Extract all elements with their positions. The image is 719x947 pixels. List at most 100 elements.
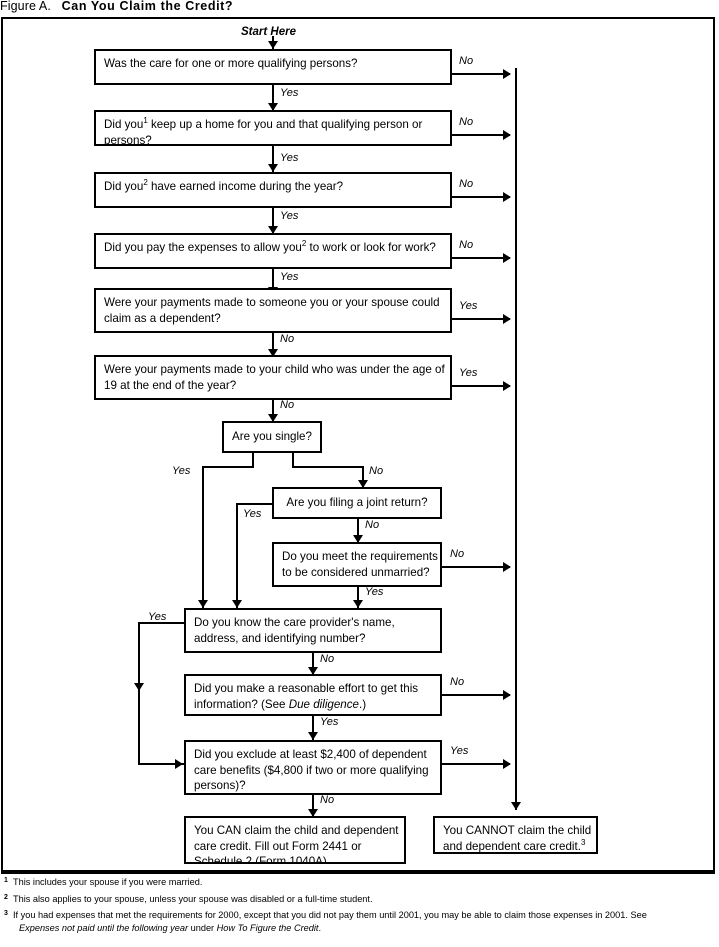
node-outcome-cannot-footnote-marker: 3 [580,837,586,847]
arrowhead-rail-cannot [511,802,521,810]
conn-q7-no-h [292,466,364,468]
conn-q9-q10 [357,587,359,608]
node-q7-text: Are you single? [232,430,312,444]
node-q3-earned-income: Did you2 have earned income during the y… [94,172,452,208]
arrowhead-q1-no [503,69,511,79]
conn-q12-yes [442,763,510,765]
node-outcome-can-claim: You CAN claim the child and dependent ca… [184,816,406,864]
edge-label-q11-no: No [450,676,465,688]
conn-q11-q12 [312,716,314,740]
conn-q12-can [312,795,314,817]
node-q10-provider-info: Do you know the care provider's name, ad… [184,608,442,653]
node-q12-excluded-benefits: Did you exclude at least $2,400 of depen… [184,740,442,795]
arrowhead-q2-no [503,130,511,140]
footnote-3-italic-1: Expenses not paid until the following ye… [19,922,189,933]
node-q6-paid-own-child: Were your payments made to your child wh… [94,355,452,400]
footnote-2-marker: 2 [4,893,8,901]
arrowhead-q2-q3 [268,164,278,172]
conn-q8-yes-v [236,503,238,608]
footnote-3-marker: 3 [4,910,8,917]
edge-label-q6-yes: Yes [459,367,478,379]
node-q4-expenses-to-work: Did you pay the expenses to allow you2 t… [94,233,452,269]
conn-q1-no [452,73,510,75]
conn-q7-yes-h [202,466,254,468]
edge-label-q12-no: No [320,794,335,806]
node-q5-text: Were your payments made to someone you o… [104,296,440,325]
arrowhead-q10-yes-mid [134,683,144,691]
conn-q4-q5 [272,269,274,295]
edge-label-q9-no: No [450,548,465,560]
node-q11-text-a: Did you make a reasonable effort to get … [194,682,419,711]
footnotes-block: 1 This includes your spouse if you were … [4,876,716,938]
footnote-1-marker: 1 [4,877,8,884]
node-q3-text-a: Did you [104,180,144,193]
arrowhead-q3-q4 [268,226,278,234]
conn-q2-no [452,134,510,136]
edge-label-q11-yes: Yes [320,716,339,728]
footnote-3-text: If you had expenses that met the require… [13,910,647,920]
node-q2-text-a: Did you [104,118,144,131]
arrowhead-q10-yes [175,759,183,769]
node-q6-text: Were your payments made to your child wh… [104,363,445,392]
footnote-3-mid: under [188,922,217,933]
conn-q9-no [442,566,510,568]
arrowhead-q9-no [503,562,511,572]
arrowhead-q3-no [503,192,511,202]
conn-q6-yes [452,385,510,387]
arrowhead-q12-yes [503,759,511,769]
edge-label-q8-no: No [365,519,380,531]
node-q2-keep-up-home: Did you1 keep up a home for you and that… [94,110,452,146]
arrowhead-q9-yes [353,600,363,608]
footnote-2: 2 This also applies to your spouse, unle… [4,893,716,906]
edge-label-q10-no: No [320,653,335,665]
node-q8-joint-return: Are you filing a joint return? [272,487,442,519]
node-q11-text-b: .) [359,697,367,711]
node-q9-text: Do you meet the requirements to be consi… [282,550,438,579]
edge-label-q12-yes: Yes [450,745,469,757]
edge-label-q4-no: No [459,239,474,251]
conn-q11-no [442,694,510,696]
conn-q8-yes-h [236,503,272,505]
conn-q7-yes-v [202,466,204,608]
start-here-label: Start Here [241,26,296,38]
conn-q1-q2 [272,85,274,111]
node-q4-text-b: to work or look for work? [306,241,436,254]
conn-q4-no [452,257,510,259]
conn-q10-yes-h [138,622,184,624]
arrowhead-q4-no [503,253,511,263]
edge-label-q6-no: No [280,399,295,411]
footnote-2-text: This also applies to your spouse, unless… [13,893,373,904]
arrowhead-start-q1 [268,41,278,49]
edge-label-q7-yes: Yes [172,465,191,477]
arrowhead-q11-yes [308,732,318,740]
node-outcome-cannot-claim: You CANNOT claim the child and dependent… [433,816,598,854]
arrowhead-q5-q6 [268,349,278,357]
edge-label-q1-yes: Yes [280,87,299,99]
arrowhead-q6-yes [503,381,511,391]
arrowhead-q5-yes [503,314,511,324]
footnote-3-italic-2: How To Figure the Credit [216,922,319,933]
conn-q7-yes-stub [252,453,254,466]
node-q9-considered-unmarried: Do you meet the requirements to be consi… [272,542,442,587]
arrowhead-q12-no [308,809,318,817]
arrowhead-q6-q7 [268,414,278,422]
arrowhead-q8-yes [232,600,242,608]
edge-label-q4-yes: Yes [280,271,299,283]
node-outcome-can-text: You CAN claim the child and dependent ca… [194,824,399,864]
arrowhead-q11-no [503,690,511,700]
conn-q3-no [452,196,510,198]
node-outcome-cannot-text: You CANNOT claim the child and dependent… [443,824,592,853]
conn-q2-q3 [272,146,274,172]
node-q1-text: Was the care for one or more qualifying … [104,57,358,70]
edge-label-q9-yes: Yes [365,586,384,598]
arrowhead-q1-q2 [268,103,278,111]
node-q11-reasonable-effort: Did you make a reasonable effort to get … [184,674,442,716]
node-q8-text: Are you filing a joint return? [286,496,428,510]
node-q3-footnote-marker: 2 [143,178,148,188]
node-q4-footnote-marker: 2 [301,239,307,249]
figure-title-text: Can You Claim the Credit? [61,0,234,13]
edge-label-q2-no: No [459,116,474,128]
edge-label-q5-no: No [280,333,295,345]
figure-label: Figure A. [0,0,51,13]
